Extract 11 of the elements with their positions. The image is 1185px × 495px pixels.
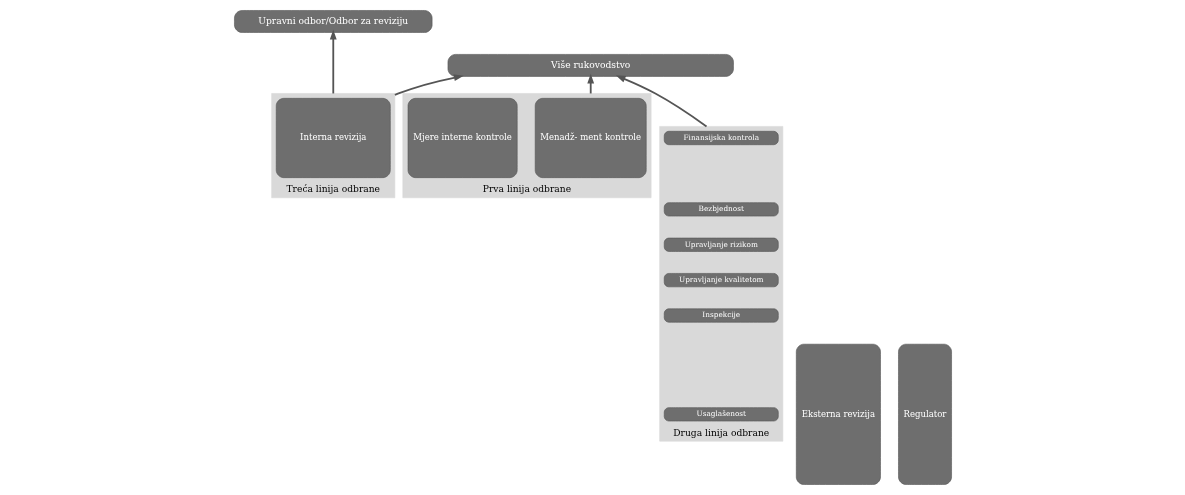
node-box: Menadž- ment kontrole <box>534 98 647 178</box>
arrow <box>615 75 707 128</box>
node-box: Upravni odbor/Odbor za reviziju <box>233 10 432 33</box>
arrow <box>329 29 337 95</box>
arrow <box>393 74 464 96</box>
node-box: Više rukovodstvo <box>447 54 734 77</box>
node-box: Mjere interne kontrole <box>407 98 517 178</box>
arrow <box>586 73 594 95</box>
node-box: Interna revizija <box>275 98 391 178</box>
node-box: Eksterna revizija <box>795 343 881 485</box>
node-box: Regulator <box>897 343 952 485</box>
